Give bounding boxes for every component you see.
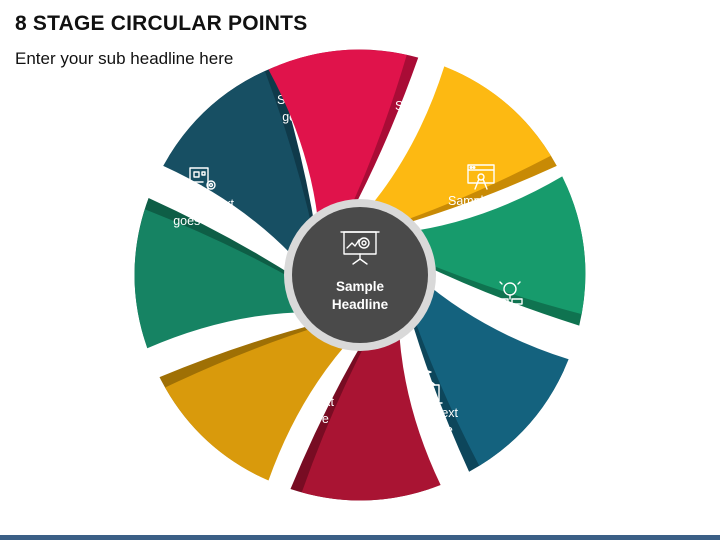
- stage-petal-body: [134, 209, 313, 349]
- page-subtitle: Enter your sub headline here: [15, 49, 234, 68]
- stage-label-line2: goes here: [173, 214, 229, 228]
- center-circle: [292, 207, 428, 343]
- stage-petal-8: Sample text goes here: [134, 167, 313, 349]
- stage-petal-body: [410, 278, 569, 466]
- bottom-accent-bar: [0, 535, 720, 540]
- presentation-board-gear-icon: [340, 231, 380, 265]
- stage-petal-body: [402, 176, 586, 315]
- stage-label-line1: Sample text: [477, 312, 544, 326]
- stage-petal-body: [268, 49, 407, 232]
- stage-petal-body: [165, 324, 355, 481]
- browser-tools-icon: [467, 164, 495, 190]
- search-gold-bars-icon: [497, 281, 523, 310]
- center-label-line1: Sample: [336, 279, 385, 294]
- stage-label-line1: Sample text: [448, 194, 515, 208]
- page-title: 8 STAGE CIRCULAR POINTS: [15, 12, 308, 35]
- government-building-icon: [407, 369, 443, 404]
- circuit-board-gear-icon: [189, 167, 216, 191]
- stage-petal-body: [363, 66, 551, 225]
- stage-petal-body: [163, 71, 315, 265]
- stage-label-line1: Sample text: [168, 197, 235, 211]
- center-label-line2: Headline: [332, 297, 389, 312]
- center-hub: Sample Headline: [284, 199, 436, 351]
- stage-petal-body: [301, 320, 441, 501]
